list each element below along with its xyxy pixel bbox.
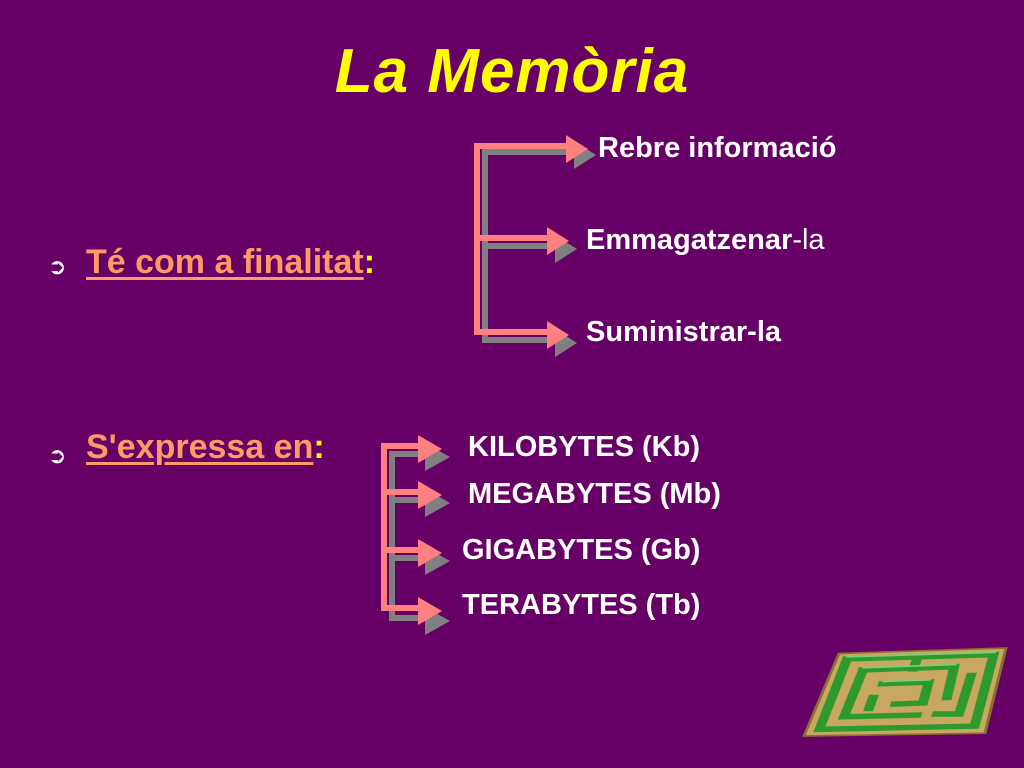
units-heading-text: S'expressa en [86,428,314,466]
arrow-bullet-icon: ➲ [48,254,67,279]
unit-item-gigabytes: GIGABYTES (Gb) [462,534,701,566]
purpose-item-supply: Suministrar-la [586,316,781,349]
unit-item-terabytes: TERABYTES (Tb) [462,589,701,621]
slide-title: La Memòria [334,37,690,106]
units-heading: S'expressa en: [86,428,325,467]
purpose-item-store-text: Emmagatzenar [586,224,793,256]
purpose-heading: Té com a finalitat: [86,243,375,282]
purpose-item-supply-text: Suministrar-la [586,316,781,348]
unit-item-kilobytes: KILOBYTES (Kb) [468,431,700,463]
maze-clipart-icon [802,647,1008,737]
units-bracket [381,443,422,611]
units-arrowheads [418,435,442,625]
purpose-item-receive: Rebre informació [598,132,837,165]
purpose-heading-text: Té com a finalitat [86,243,364,281]
purpose-item-store: Emmagatzenar-la [586,224,825,257]
units-heading-colon: : [313,428,325,466]
purpose-arrowheads [547,135,588,349]
purpose-item-receive-text: Rebre informació [598,132,837,164]
arrow-bullet-icon: ➲ [48,443,67,468]
purpose-item-store-suffix: -la [792,224,825,256]
unit-item-megabytes: MEGABYTES (Mb) [468,478,721,510]
purpose-heading-colon: : [363,243,376,281]
units-bracket-shadow [389,451,430,621]
purpose-bracket [474,143,570,335]
